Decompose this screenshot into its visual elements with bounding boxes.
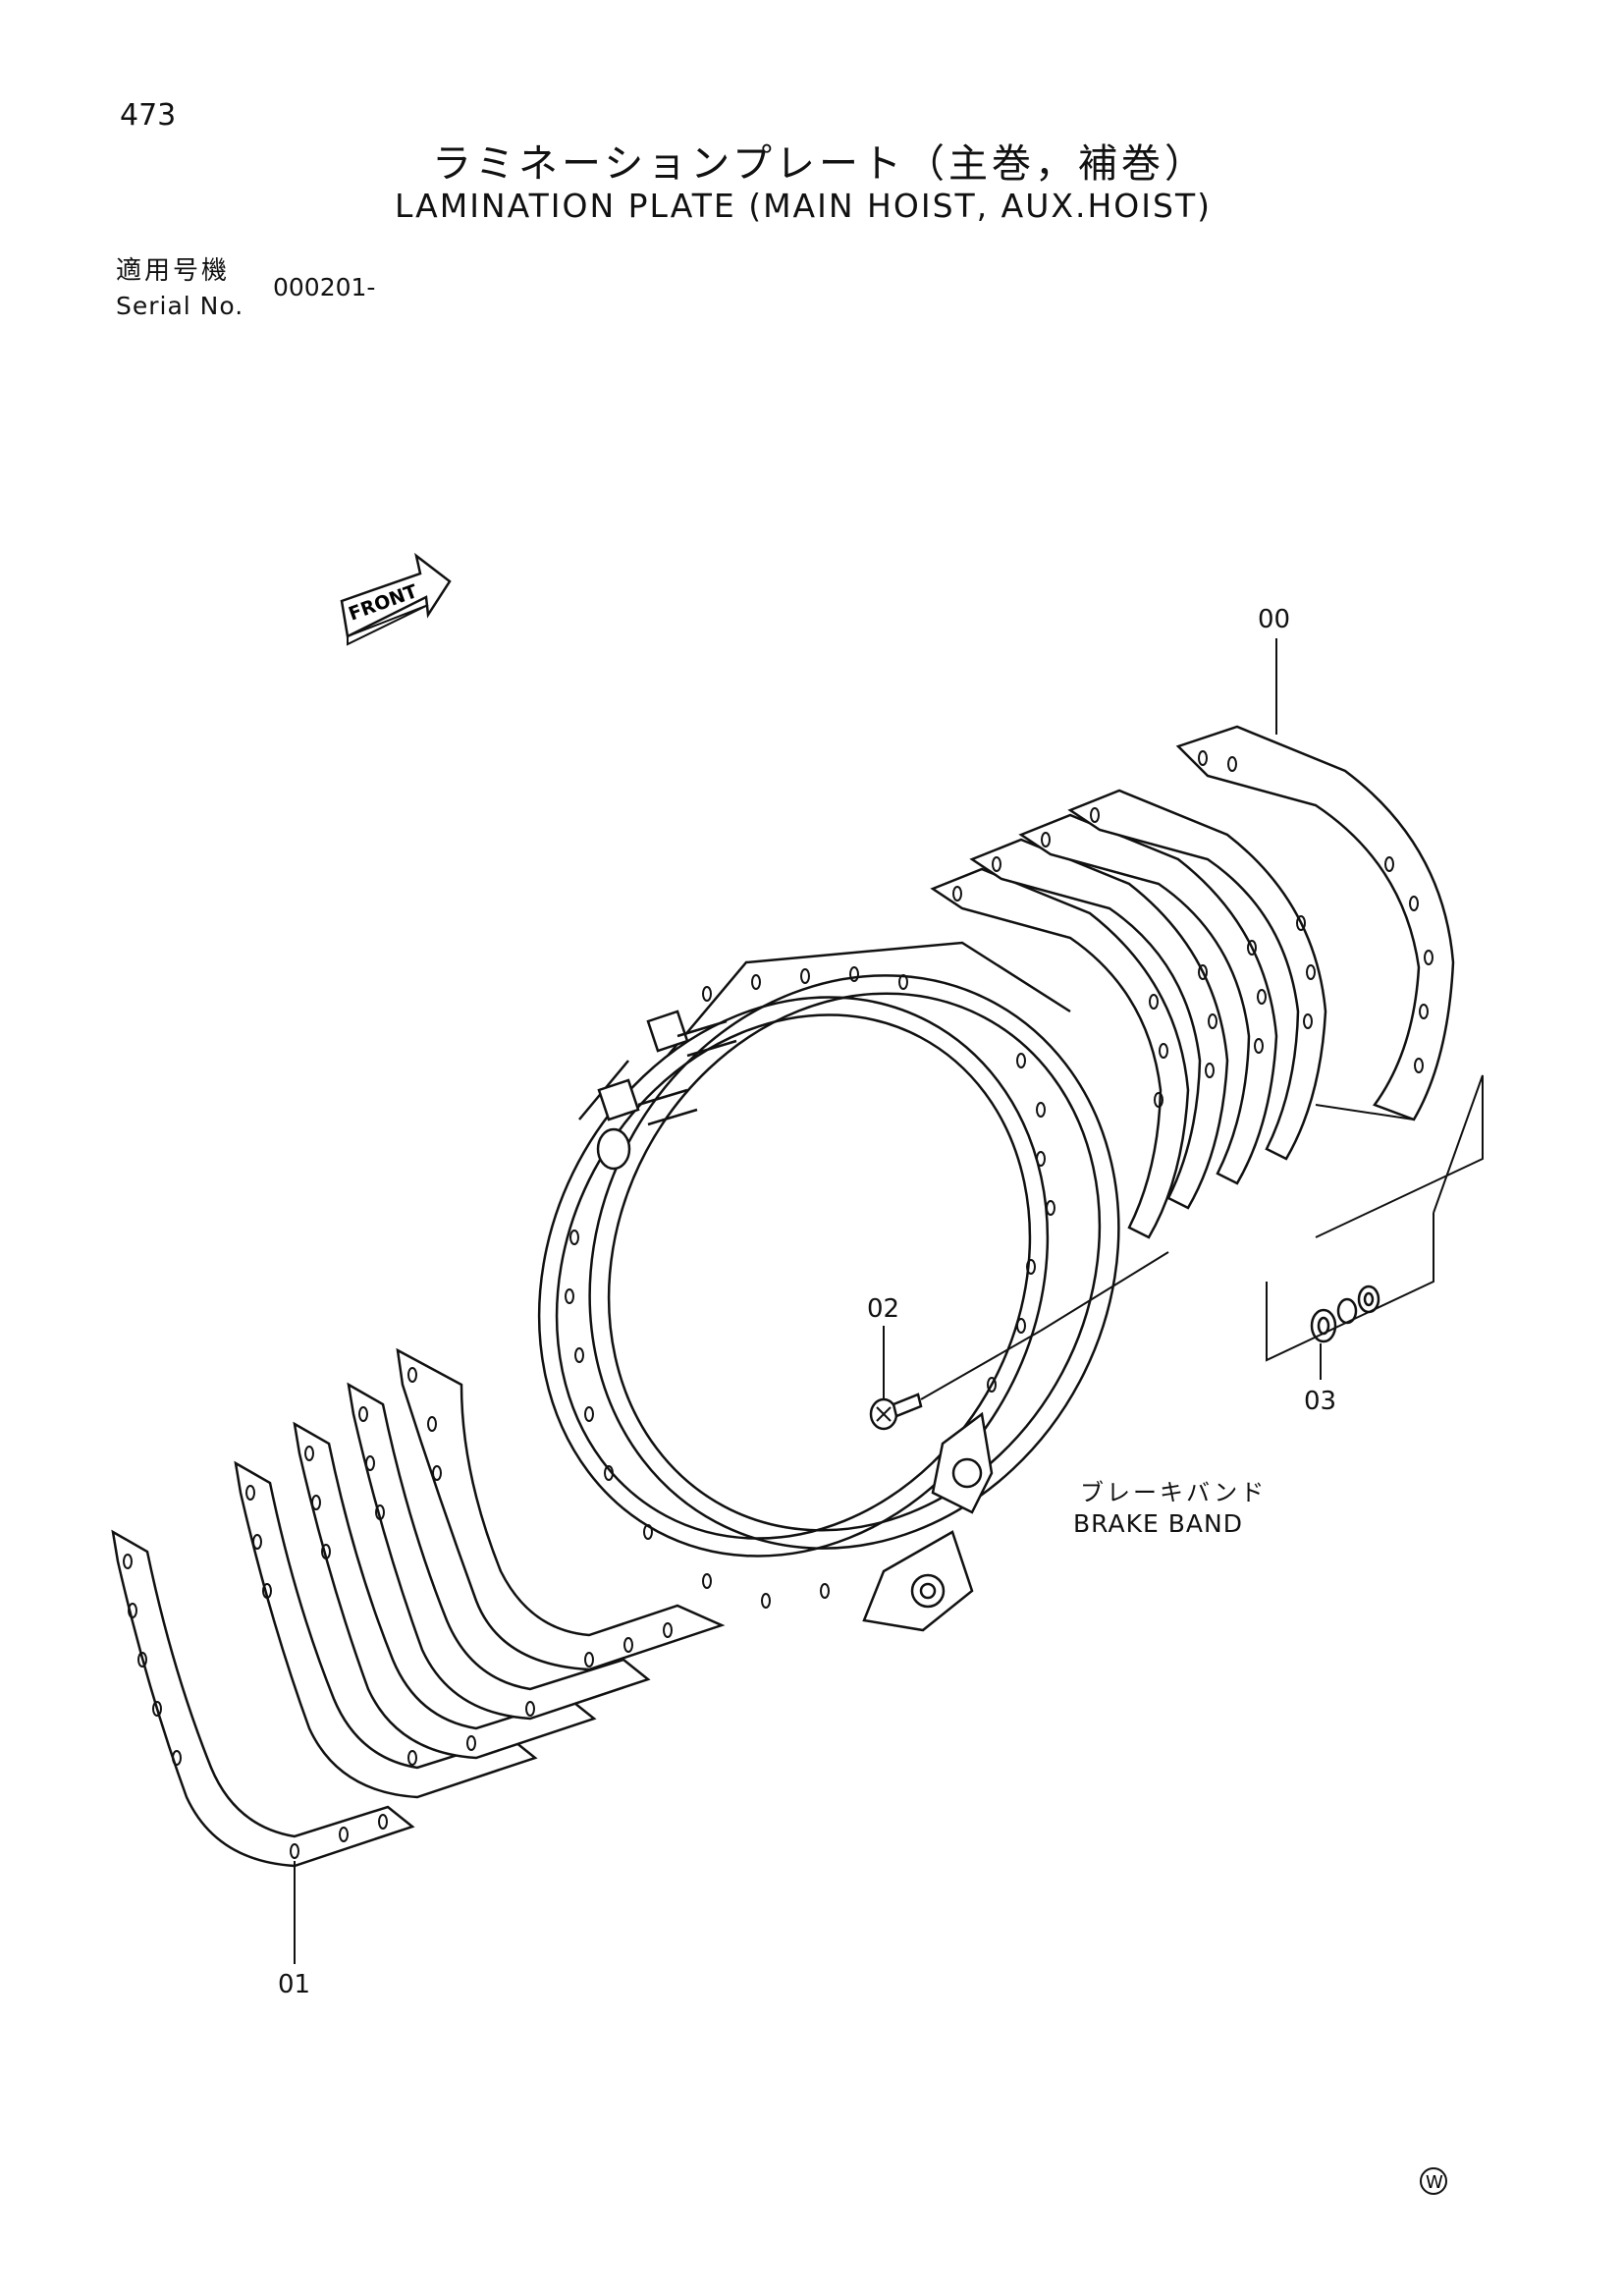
brake-band-label-japanese: ブレーキバンド [1080,1479,1268,1506]
page-title-english: LAMINATION PLATE (MAIN HOIST, AUX.HOIST) [395,187,1212,225]
maker-mark-icon: W [1420,2167,1447,2195]
front-direction-arrow-icon: FRONT [340,552,452,646]
page-number: 473 [120,98,177,133]
lamination-plates-lower-left [111,1347,726,1868]
callout-label-01: 01 [278,1970,311,1999]
adjuster-bolt-assembly [596,1010,737,1171]
callout-label-03: 03 [1304,1387,1337,1416]
maker-mark-letter: W [1426,2172,1443,2193]
callout-leader-lines [294,638,1484,1964]
serial-label-japanese: 適用号機 [116,256,231,286]
lamination-plates-upper-right [930,725,1455,1239]
serial-label-english: Serial No. [116,292,244,320]
callout-label-00: 00 [1258,605,1291,634]
anchor-bracket [862,1411,994,1632]
callout-label-02: 02 [867,1294,900,1324]
brake-band-label-english: BRAKE BAND [1073,1509,1243,1538]
brake-band-holes [565,966,1055,1609]
page-title-japanese: ラミネーションプレート（主巻，補巻） [432,141,1208,187]
screw-part-02 [869,1330,1042,1431]
serial-number-value: 000201- [273,273,376,301]
